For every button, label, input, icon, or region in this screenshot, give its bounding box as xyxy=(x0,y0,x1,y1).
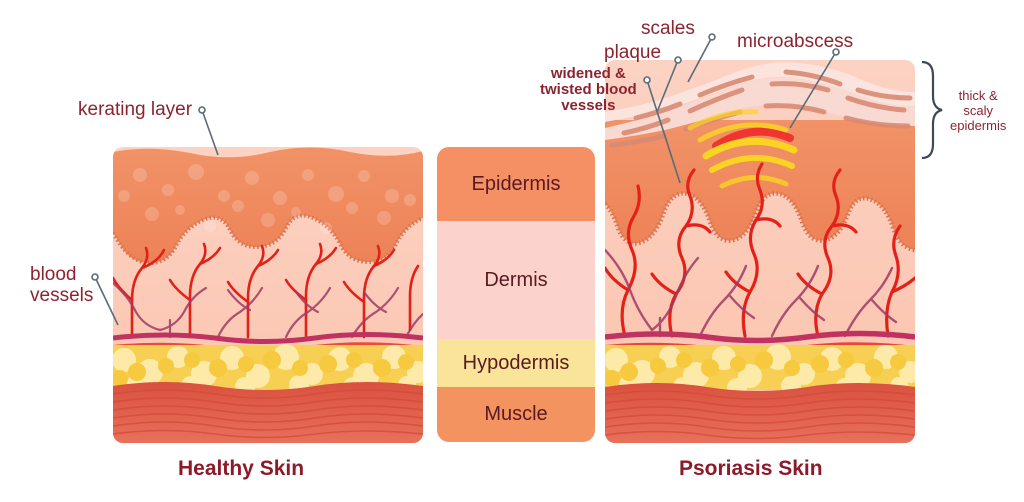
healthy-muscle xyxy=(113,382,423,443)
annotation-thick-scaly-epidermis: thick & scaly epidermis xyxy=(950,88,1007,133)
leader-widened-vessels xyxy=(646,79,681,184)
healthy-deep-vascular-plexus xyxy=(113,332,423,344)
epidermis-cell-texture xyxy=(118,164,416,234)
leader-scales xyxy=(687,36,713,83)
psoriasis-deep-vascular-plexus xyxy=(605,330,915,344)
leader-dot-icon xyxy=(674,56,682,64)
legend-label-muscle: Muscle xyxy=(484,403,548,425)
psoriasis-scales-plaque xyxy=(605,62,915,148)
panel-title-psoriasis-skin: Psoriasis Skin xyxy=(679,457,823,480)
panel-title-healthy-skin: Healthy Skin xyxy=(178,457,305,480)
psoriasis-muscle xyxy=(605,383,915,443)
psoriasis-microabscess xyxy=(687,109,798,189)
psoriasis-panel-content xyxy=(605,60,915,443)
leader-dot-icon xyxy=(643,76,651,84)
leader-dot-icon xyxy=(832,48,840,56)
curly-brace-icon xyxy=(921,60,943,160)
leader-plaque xyxy=(656,59,679,113)
leader-dot-icon xyxy=(198,106,206,114)
healthy-epidermis xyxy=(113,147,423,264)
psoriasis-widened-vessels-red xyxy=(605,162,915,338)
legend-label-hypodermis: Hypodermis xyxy=(462,351,570,374)
basal-layer-line xyxy=(113,213,423,266)
legend-label-epidermis: Epidermis xyxy=(471,172,561,195)
psoriasis-fat-globules xyxy=(605,344,915,398)
annotation-blood-vessels: blood vessels xyxy=(30,264,94,306)
legend-band-hypodermis: Hypodermis xyxy=(437,339,595,387)
leader-microabscess xyxy=(789,51,837,129)
annotation-widened-twisted-blood-vessels: widened & twisted blood vessels xyxy=(540,65,637,114)
legend-band-epidermis: Epidermis xyxy=(437,147,595,221)
leader-lines xyxy=(94,36,837,326)
layer-legend-card: Epidermis Dermis Hypodermis Muscle xyxy=(437,147,595,442)
healthy-muscle-striations xyxy=(113,389,423,439)
leader-dot-icon xyxy=(91,273,99,281)
psoriasis-vessels-purple xyxy=(605,248,898,338)
annotation-kerating-layer: kerating layer xyxy=(78,99,193,120)
leader-blood-vessels xyxy=(94,276,119,326)
psoriasis-muscle-striations xyxy=(605,390,915,440)
psoriasis-basal-layer-line xyxy=(605,191,915,253)
annotation-scales: scales xyxy=(641,18,695,39)
leader-dot-icon xyxy=(708,33,716,41)
legend-band-dermis: Dermis xyxy=(437,221,595,339)
healthy-panel-content xyxy=(113,147,423,443)
legend-label-dermis: Dermis xyxy=(484,268,548,291)
legend-band-muscle: Muscle xyxy=(437,387,595,442)
leader-kerating-layer xyxy=(201,109,219,156)
leader-dots xyxy=(91,33,840,281)
annotation-plaque: plaque xyxy=(604,42,662,63)
annotation-microabscess: microabscess xyxy=(737,31,854,52)
